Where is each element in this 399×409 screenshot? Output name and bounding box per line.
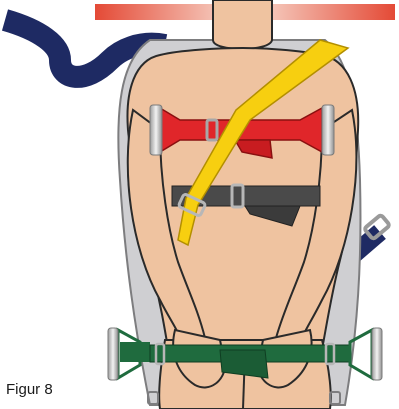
figure-caption: Figur 8	[6, 381, 53, 398]
navy-strap-buckle	[364, 215, 390, 240]
red-strap-right-bar	[322, 105, 334, 155]
green-strap-right-bar	[372, 328, 382, 380]
neck	[213, 0, 272, 49]
green-strap-left-bar	[108, 328, 118, 380]
red-strap-left-bar	[150, 105, 162, 155]
